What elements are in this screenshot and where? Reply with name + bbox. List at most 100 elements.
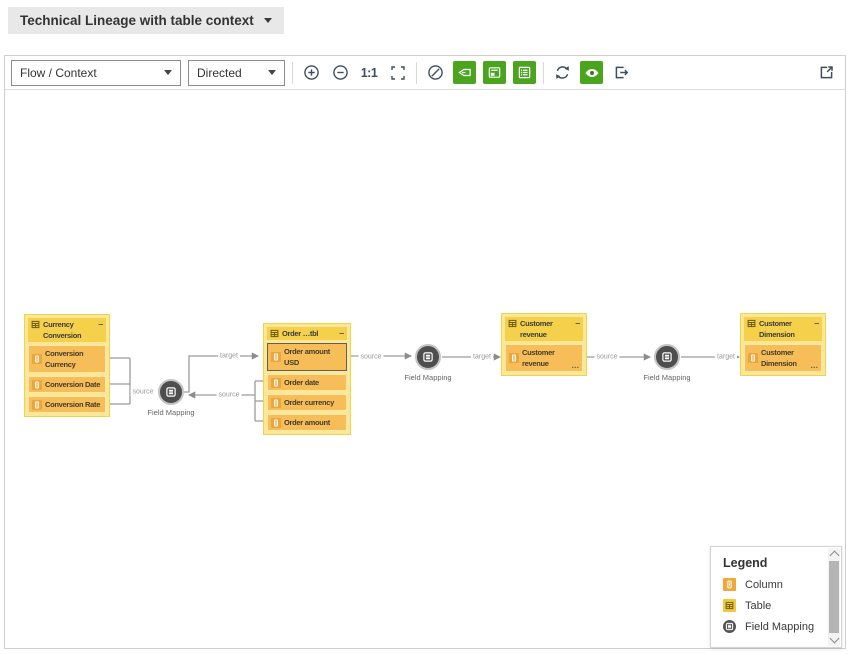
column-row[interactable]: Customer Dimension …	[744, 344, 822, 372]
column-icon	[271, 352, 281, 362]
table-node-header[interactable]: Customer Dimension –	[744, 317, 822, 341]
chevron-down-icon	[263, 18, 272, 23]
table-title: Currency Conversion	[43, 320, 82, 340]
column-icon	[271, 377, 281, 388]
legend-item-label: Table	[745, 599, 772, 612]
column-row[interactable]: Conversion Rate	[28, 396, 106, 413]
column-icon	[723, 578, 736, 591]
field-mapping-node[interactable]	[158, 379, 184, 405]
field-mapping-node[interactable]	[654, 344, 680, 370]
field-mapping-icon	[166, 387, 176, 397]
table-node-customer-revenue[interactable]: Customer revenue – Customer revenue …	[501, 313, 587, 376]
table-icon	[747, 319, 756, 328]
legend-item-table: Table	[723, 599, 817, 612]
field-mapping-icon	[723, 620, 736, 633]
chevron-down-icon	[164, 70, 172, 75]
fit-to-screen-icon	[391, 65, 405, 80]
table-icon	[723, 599, 736, 612]
field-mapping-icon	[423, 352, 433, 362]
edge-label: source	[216, 390, 242, 400]
field-mapping-label: Field Mapping	[136, 408, 206, 417]
toggle-tags-button[interactable]	[453, 61, 476, 84]
zoom-in-icon	[303, 65, 319, 80]
column-label: Order date	[284, 378, 319, 387]
lineage-view-selector[interactable]: Technical Lineage with table context	[8, 7, 284, 34]
column-icon	[271, 417, 281, 428]
column-icon	[271, 397, 281, 408]
layout-select-value: Flow / Context	[20, 65, 97, 80]
column-row[interactable]: Customer revenue …	[505, 344, 583, 372]
table-node-customer-dimension[interactable]: Customer Dimension – Customer Dimension …	[740, 313, 826, 376]
toolbar-divider	[416, 61, 417, 84]
tag-icon	[458, 68, 471, 77]
edge-label: source	[358, 352, 384, 362]
field-mapping-node[interactable]	[415, 344, 441, 370]
column-row[interactable]: Conversion Date	[28, 376, 106, 393]
eye-icon	[585, 68, 598, 77]
legend-item-label: Field Mapping	[745, 620, 815, 633]
table-node-currency-conversion[interactable]: Currency Conversion – Conversion Currenc…	[24, 314, 110, 417]
table-node-header[interactable]: Currency Conversion –	[28, 318, 106, 342]
column-row-selected[interactable]: Order amount USD	[267, 343, 347, 371]
lineage-canvas[interactable]: source target source source target sourc…	[5, 90, 845, 648]
table-icon	[31, 320, 40, 329]
field-mapping-label: Field Mapping	[393, 373, 463, 382]
slash-circle-button[interactable]	[424, 62, 446, 84]
direction-select[interactable]: Directed	[188, 59, 285, 86]
table-node-header[interactable]: Order …tbl –	[267, 327, 347, 340]
collapse-toggle[interactable]: –	[339, 328, 344, 338]
scroll-down-icon[interactable]	[829, 633, 840, 644]
card-icon	[488, 67, 501, 78]
field-mapping-icon	[662, 352, 672, 362]
scrollbar-thumb[interactable]	[829, 561, 839, 633]
table-title: Customer Dimension	[759, 319, 795, 339]
table-title: Order …tbl	[282, 329, 319, 338]
toggle-attributes-button[interactable]	[513, 61, 536, 84]
edge-label: source	[130, 387, 156, 397]
fit-to-screen-button[interactable]	[387, 62, 409, 84]
field-mapping-label: Field Mapping	[632, 373, 702, 382]
column-label: Customer revenue	[522, 348, 555, 368]
collapse-toggle[interactable]: –	[98, 319, 103, 329]
chevron-down-icon	[268, 70, 276, 75]
refresh-button[interactable]	[551, 62, 573, 84]
column-label: Order currency	[284, 398, 334, 407]
export-button[interactable]	[610, 62, 632, 84]
lineage-toolbar: Flow / Context Directed 1:1	[5, 56, 845, 90]
zoom-out-button[interactable]	[329, 62, 351, 84]
row-overflow-menu[interactable]: …	[810, 361, 818, 370]
zoom-in-button[interactable]	[300, 62, 322, 84]
layout-select[interactable]: Flow / Context	[11, 59, 181, 86]
toggle-context-button[interactable]	[483, 61, 506, 84]
legend-title: Legend	[723, 556, 768, 570]
row-overflow-menu[interactable]: …	[571, 361, 579, 370]
legend-item-field-mapping: Field Mapping	[723, 620, 817, 633]
open-in-new-window-button[interactable]	[815, 62, 837, 84]
zoom-reset-button[interactable]: 1:1	[358, 62, 380, 84]
toolbar-divider	[543, 61, 544, 84]
lineage-view-selector-label: Technical Lineage with table context	[20, 13, 254, 28]
legend-item-column: Column	[723, 578, 817, 591]
scroll-up-icon[interactable]	[829, 550, 840, 561]
list-icon	[518, 66, 531, 79]
table-icon	[270, 329, 279, 338]
table-node-header[interactable]: Customer revenue –	[505, 317, 583, 341]
column-label: Order amount	[284, 418, 330, 427]
collapse-toggle[interactable]: –	[814, 318, 819, 328]
column-row[interactable]: Order currency	[267, 394, 347, 411]
column-row[interactable]: Order date	[267, 374, 347, 391]
lineage-panel: Flow / Context Directed 1:1	[4, 55, 846, 649]
toggle-visibility-button[interactable]	[580, 61, 603, 84]
export-icon	[615, 66, 628, 79]
column-row[interactable]: Conversion Currency	[28, 345, 106, 373]
column-icon	[32, 399, 42, 410]
legend-scrollbar[interactable]	[828, 548, 840, 646]
edge-label: source	[594, 352, 620, 362]
column-label: Customer Dimension	[761, 348, 797, 368]
column-icon	[32, 379, 42, 390]
toolbar-divider	[292, 61, 293, 84]
column-row[interactable]: Order amount	[267, 414, 347, 431]
table-node-order-tbl[interactable]: Order …tbl – Order amount USD Order date…	[263, 323, 351, 435]
column-label: Conversion Currency	[45, 349, 84, 369]
collapse-toggle[interactable]: –	[575, 318, 580, 328]
